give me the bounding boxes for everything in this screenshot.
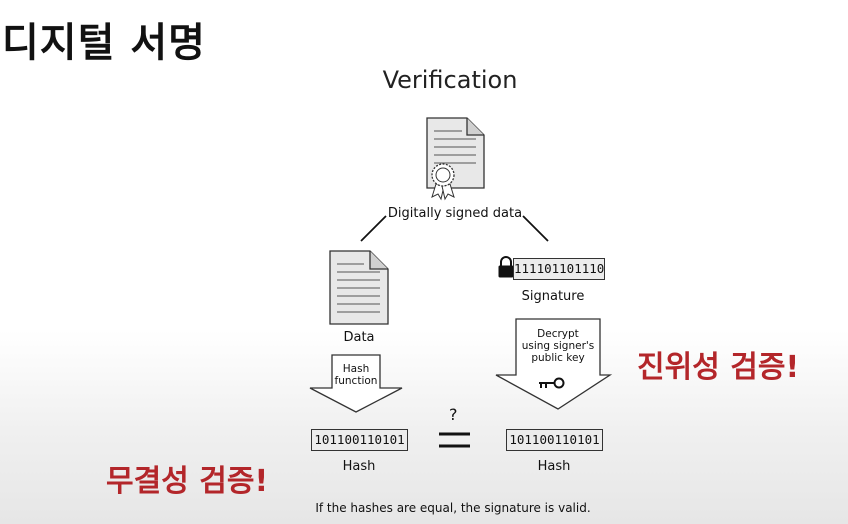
data-document-icon [329, 250, 389, 325]
integrity-note: 무결성 검증! [106, 464, 269, 499]
authenticity-note: 진위성 검증! [637, 350, 800, 385]
signature-label: Signature [521, 289, 585, 304]
signature-bits: 111101101110 [513, 258, 605, 280]
diagram-title: Verification [382, 66, 518, 94]
slide-title: 디지털 서명 [2, 20, 206, 66]
hash-right-bits: 101100110101 [506, 429, 603, 451]
hash-left-label: Hash [342, 459, 376, 474]
branch-line-left [360, 215, 387, 242]
signed-data-label: Digitally signed data [387, 206, 523, 221]
certified-document-icon [426, 117, 485, 201]
question-mark: ? [449, 405, 458, 424]
key-icon [539, 377, 565, 389]
decrypt-label: Decrypt using signer's public key [521, 328, 595, 364]
hash-right-label: Hash [537, 459, 571, 474]
hash-function-arrow [309, 354, 403, 413]
data-label: Data [343, 330, 375, 345]
footnote: If the hashes are equal, the signature i… [315, 501, 591, 515]
branch-line-right [522, 215, 549, 242]
equals-sign [439, 432, 470, 448]
decrypt-arrow [495, 318, 613, 410]
hash-left-bits: 101100110101 [311, 429, 408, 451]
lock-icon [498, 256, 514, 278]
hash-function-label: Hash function [334, 363, 378, 387]
